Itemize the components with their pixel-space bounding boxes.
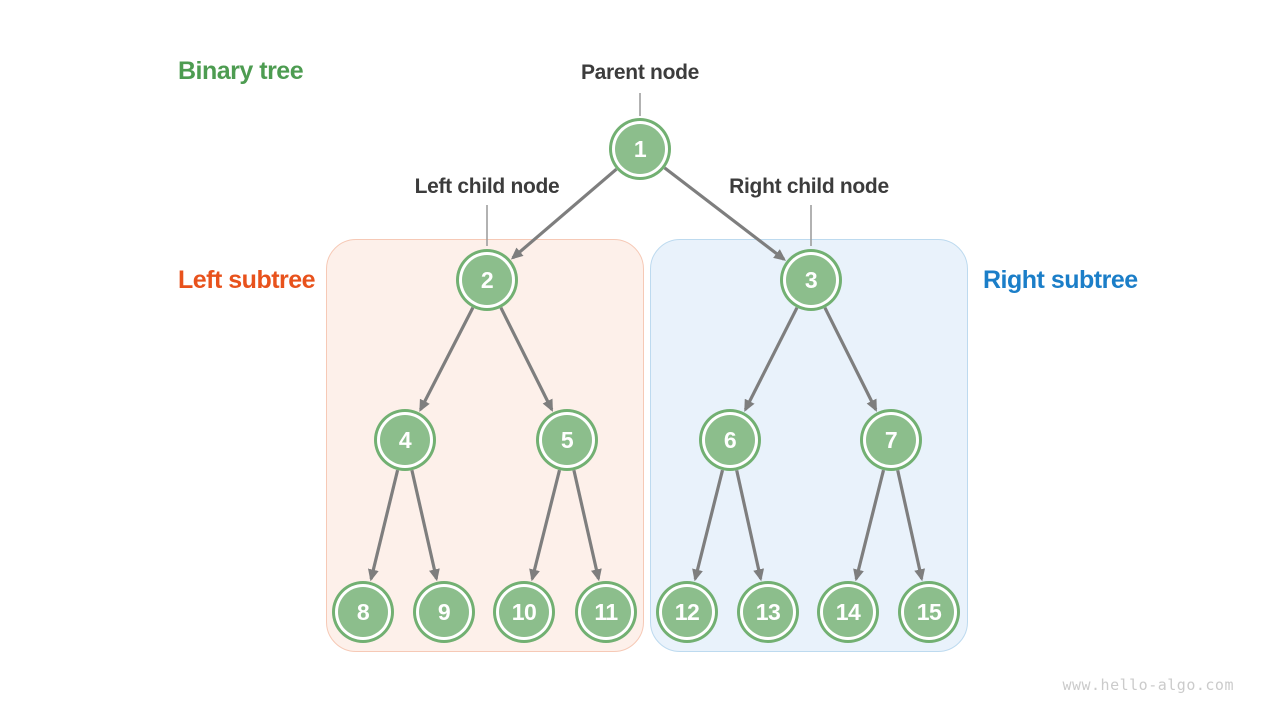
- tree-node-6: 6: [705, 415, 755, 465]
- tree-node-5: 5: [542, 415, 592, 465]
- right-subtree-label: Right subtree: [983, 266, 1138, 294]
- tree-node-9: 9: [419, 587, 469, 637]
- tree-node-8: 8: [338, 587, 388, 637]
- tree-node-11: 11: [581, 587, 631, 637]
- left-child-node-label: Left child node: [414, 175, 560, 198]
- watermark: www.hello-algo.com: [1062, 676, 1234, 694]
- tree-node-10: 10: [499, 587, 549, 637]
- tree-node-3: 3: [786, 255, 836, 305]
- tree-node-1: 1: [615, 124, 665, 174]
- diagram-title: Binary tree: [178, 57, 304, 85]
- tree-node-2: 2: [462, 255, 512, 305]
- right-child-node-label: Right child node: [729, 175, 889, 198]
- tree-node-14: 14: [823, 587, 873, 637]
- parent-node-label: Parent node: [580, 61, 700, 84]
- tree-node-12: 12: [662, 587, 712, 637]
- left-subtree-label: Left subtree: [178, 266, 316, 294]
- tree-node-7: 7: [866, 415, 916, 465]
- tree-node-15: 15: [904, 587, 954, 637]
- tree-node-13: 13: [743, 587, 793, 637]
- tree-node-4: 4: [380, 415, 430, 465]
